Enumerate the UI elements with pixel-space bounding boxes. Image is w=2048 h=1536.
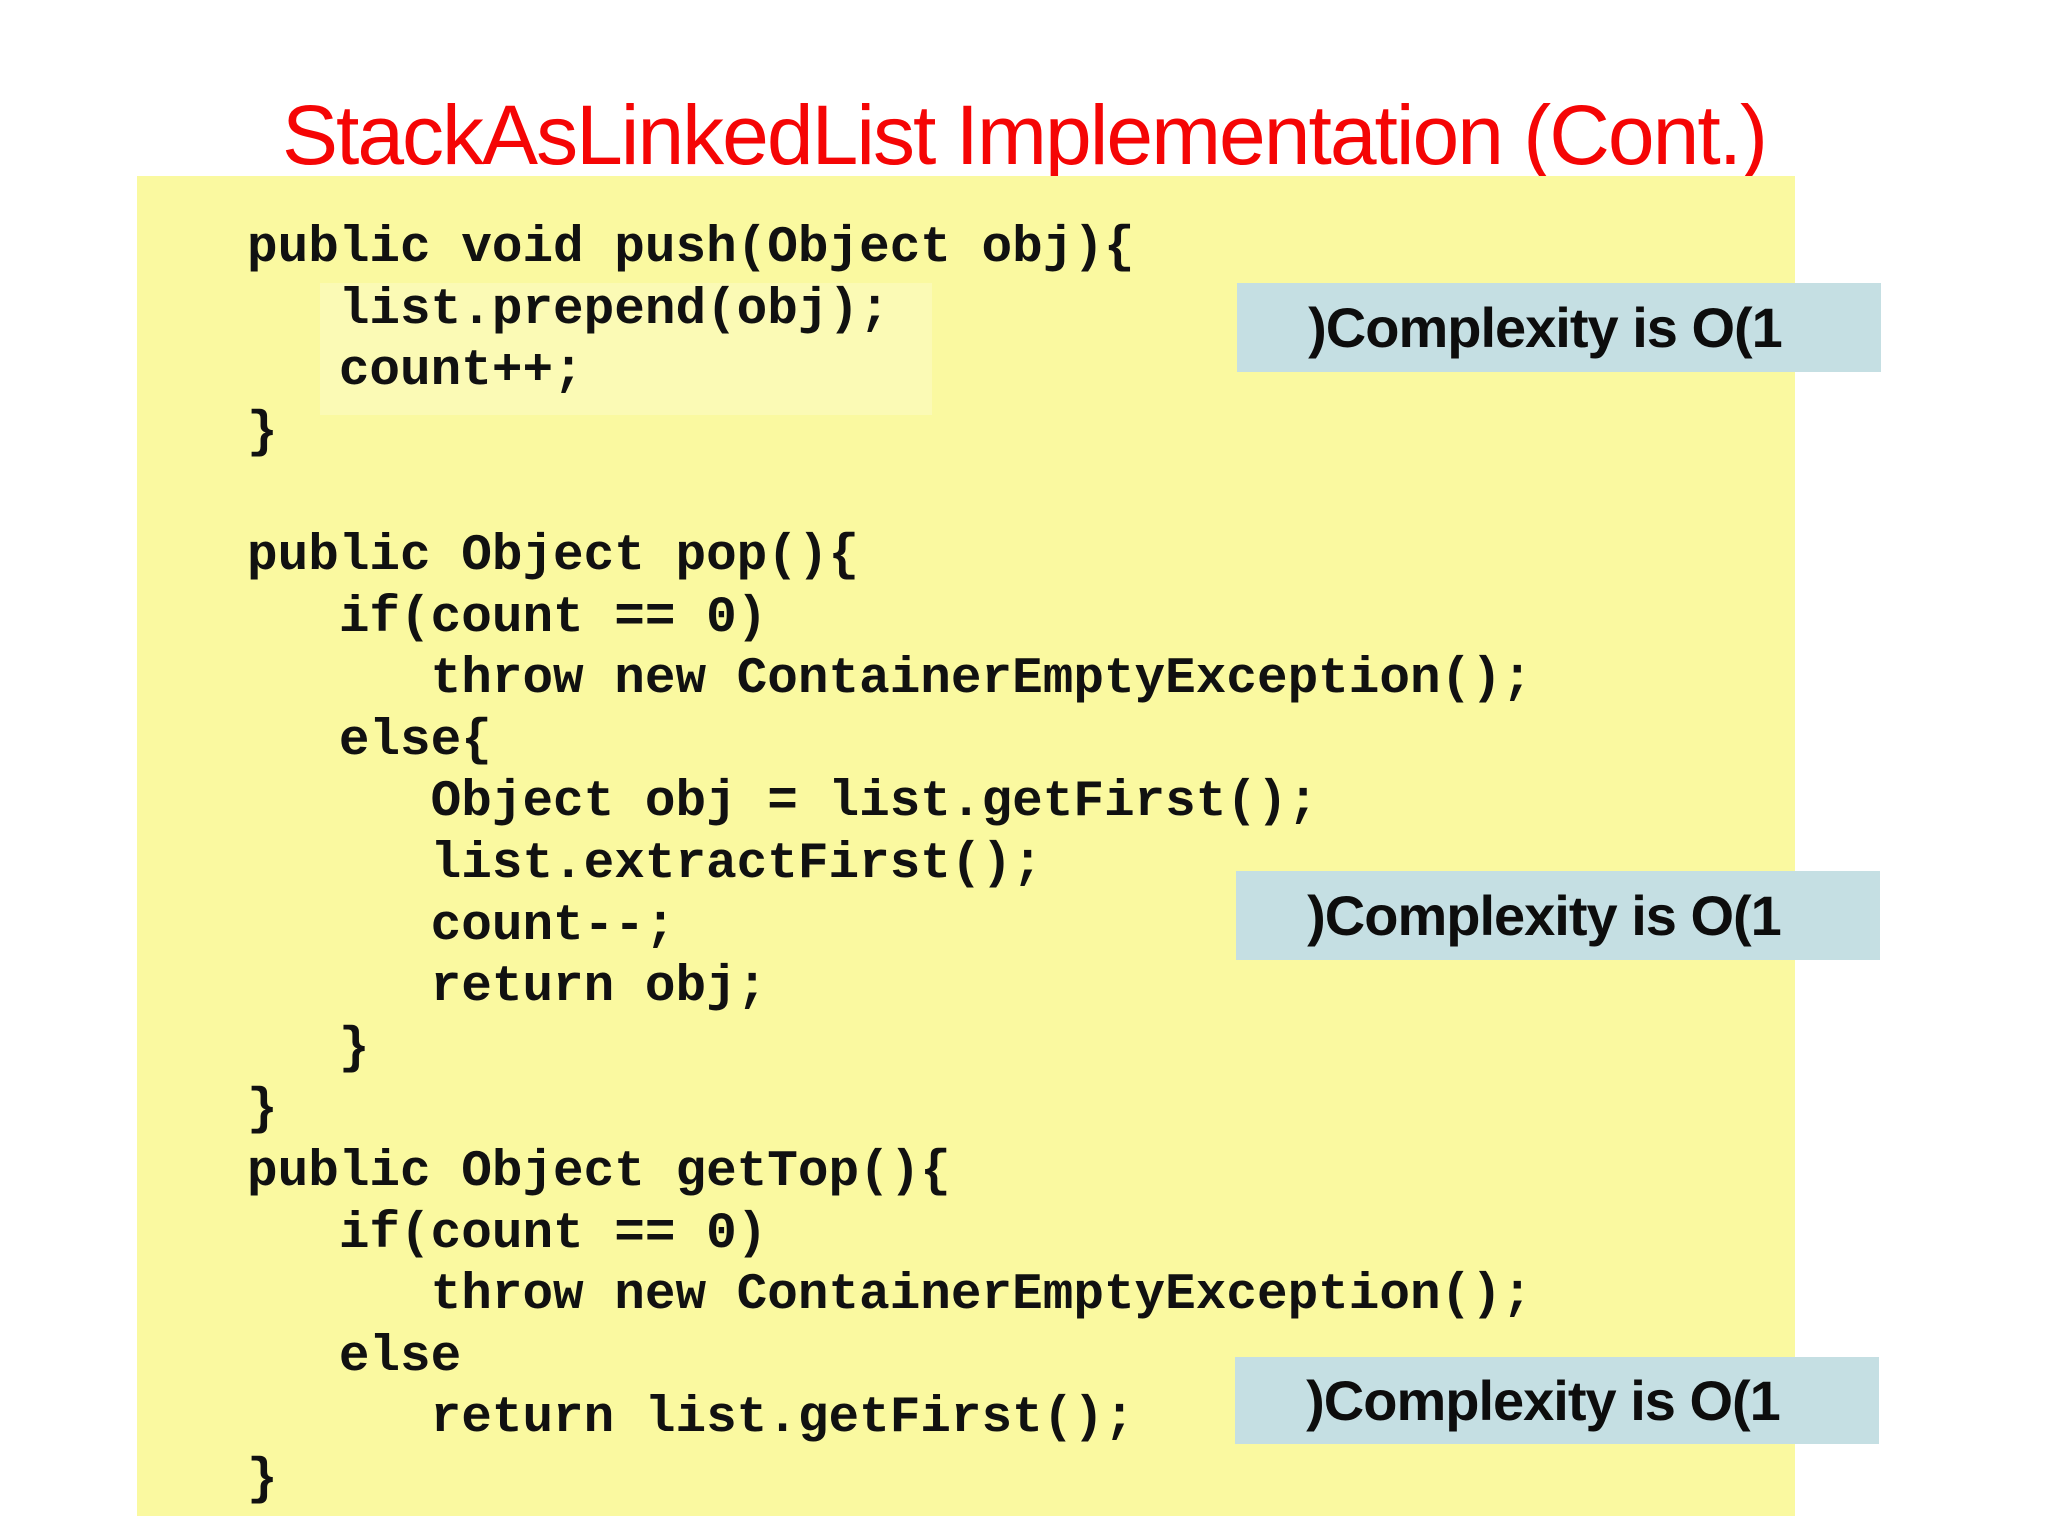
code-panel — [137, 176, 1795, 1516]
complexity-badge-label: )Complexity is O(1 — [1306, 1369, 1781, 1432]
code-highlight-overlay — [320, 283, 932, 415]
complexity-badge-gettop: )Complexity is O(1 — [1235, 1357, 1879, 1444]
complexity-badge-label: )Complexity is O(1 — [1307, 884, 1782, 947]
code-block: public void push(Object obj){ list.prepe… — [247, 220, 1533, 1509]
slide-title: StackAsLinkedList Implementation (Cont.) — [281, 88, 1768, 182]
complexity-badge-push: )Complexity is O(1 — [1237, 283, 1881, 372]
complexity-badge-pop: )Complexity is O(1 — [1236, 871, 1880, 960]
complexity-badge-label: )Complexity is O(1 — [1308, 296, 1783, 359]
